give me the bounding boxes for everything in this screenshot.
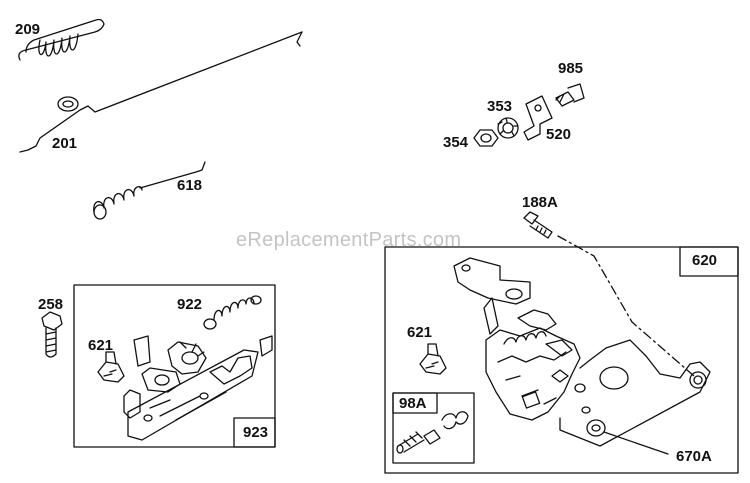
part-201-link-rod xyxy=(19,31,303,153)
part-353-lock-washer xyxy=(497,117,519,139)
governor-assembly-right xyxy=(453,257,711,455)
part-620-box xyxy=(384,246,739,474)
part-618-spring xyxy=(93,161,206,220)
part-922-spring xyxy=(203,295,262,330)
part-620-label-box xyxy=(679,246,739,277)
part-354-hex-nut xyxy=(473,129,499,147)
label-621-right: 621 xyxy=(407,324,433,341)
label-620: 620 xyxy=(692,252,718,269)
watermark: eReplacementParts.com xyxy=(236,229,462,251)
label-353: 353 xyxy=(487,98,513,115)
label-201: 201 xyxy=(52,135,78,152)
part-98a-screw-spring xyxy=(396,411,469,454)
part-923-box xyxy=(73,284,276,448)
label-188a: 188A xyxy=(522,194,558,211)
part-520-bracket xyxy=(523,95,553,141)
part-621-clip-right xyxy=(419,343,447,375)
label-621-left: 621 xyxy=(88,337,114,354)
part-209-spring-clip xyxy=(18,18,105,61)
label-354: 354 xyxy=(443,134,469,151)
part-98a-label-box xyxy=(392,392,438,414)
governor-assembly-left xyxy=(123,335,273,441)
label-98a: 98A xyxy=(399,395,427,412)
label-258: 258 xyxy=(38,296,64,313)
label-670a: 670A xyxy=(676,448,712,465)
label-923: 923 xyxy=(243,424,269,441)
part-188a-bolt xyxy=(523,211,553,239)
label-618: 618 xyxy=(177,177,203,194)
label-209: 209 xyxy=(15,21,41,38)
part-258-bolt xyxy=(41,311,63,358)
label-985: 985 xyxy=(558,60,584,77)
part-985-screw xyxy=(555,83,585,107)
part-621-clip-left xyxy=(97,351,125,383)
label-520: 520 xyxy=(546,126,572,143)
part-923-label-box xyxy=(233,417,276,448)
label-922: 922 xyxy=(177,296,203,313)
leader-188a xyxy=(557,235,695,377)
